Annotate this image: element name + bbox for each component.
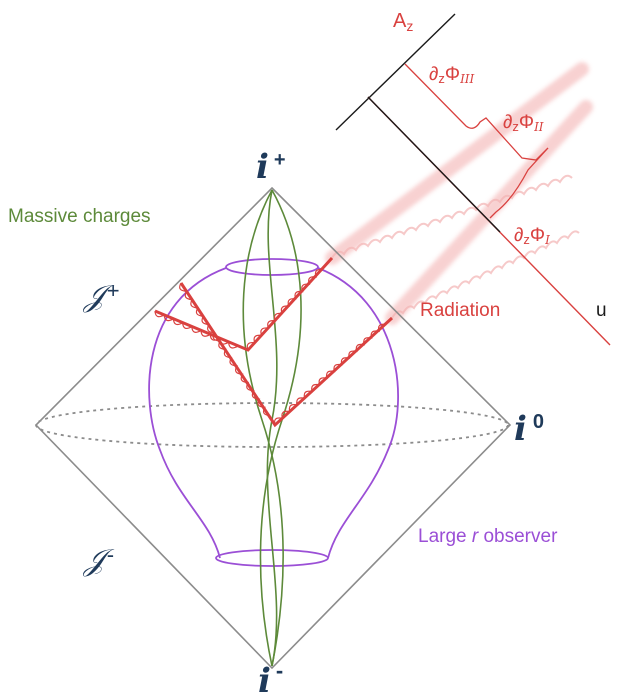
dphi-1-z: z (523, 232, 530, 247)
i-minus-sup: - (276, 658, 283, 683)
radiation-glow-upper (325, 62, 589, 265)
dphi-2-phi: Φ (519, 112, 534, 133)
az-step-profile (404, 63, 549, 219)
i-zero-base: i (514, 409, 527, 449)
az-u-plot (335, 13, 611, 346)
dphi-1-index: I (544, 233, 550, 247)
penrose-diamond (34, 186, 512, 670)
dphi-2-index: II (533, 120, 544, 134)
scri-minus-sup: - (107, 542, 114, 567)
i-plus-base: i (256, 147, 269, 187)
dphi-2-label: ∂zΦII (503, 112, 544, 134)
dphi-2-z: z (512, 119, 519, 134)
large-r-observer-r: r (472, 526, 479, 547)
radiation-glow-lower (385, 100, 593, 325)
a-z-base: A (393, 10, 407, 32)
radiation-ripple-lower (391, 230, 580, 319)
dphi-2-prefix: ∂ (503, 112, 512, 133)
equator-dashed-ellipse (35, 402, 509, 448)
i-minus-label: i- (258, 658, 283, 693)
u-axis-dark-segment (367, 96, 501, 233)
tube-left-boundary (148, 267, 227, 559)
dphi-3-prefix: ∂ (429, 64, 438, 85)
large-r-observer-label: Large r observer (418, 526, 558, 547)
ray-upper-wiggle-left (154, 310, 239, 349)
large-r-observer-post: observer (478, 526, 558, 547)
worldline-b (259, 189, 302, 667)
radiation-glow-ripples (331, 174, 580, 319)
worldline-c (266, 189, 278, 667)
ray-lower-wiggle-left (179, 282, 271, 417)
dphi-1-phi: Φ (530, 225, 545, 246)
radiation-ripple-upper (331, 174, 573, 259)
diamond-outline (34, 186, 512, 670)
dphi-3-index: III (459, 72, 474, 86)
dphi-3-label: ∂zΦIII (429, 64, 475, 86)
i-zero-sup: 0 (533, 411, 544, 433)
radiation-label: Radiation (420, 300, 500, 321)
a-z-label: Az (393, 10, 413, 34)
dphi-1-prefix: ∂ (514, 225, 523, 246)
scri-plus-sup: + (107, 278, 120, 303)
massive-charges-label: Massive charges (8, 206, 151, 227)
radiation-glow-bands (325, 62, 593, 325)
worldline-a (242, 189, 284, 667)
a-z-sub: z (406, 18, 413, 34)
dphi-1-label: ∂zΦI (514, 225, 550, 247)
tube-top-cap (225, 258, 319, 276)
dphi-3-phi: Φ (445, 64, 460, 85)
ray-upper-wiggle-right (246, 268, 324, 351)
dphi-3-z: z (438, 71, 445, 86)
large-r-observer-pre: Large (418, 526, 472, 547)
i-plus-label: i+ (256, 147, 286, 187)
ray-lower-wiggle-right (273, 323, 387, 426)
scri-minus-label: 𝒥- (82, 542, 115, 578)
radiation-rays (154, 256, 394, 428)
az-axis-line (335, 13, 456, 131)
scri-plus-label: 𝒥+ (82, 278, 120, 314)
i-minus-base: i (258, 661, 271, 693)
tube-right-boundary (317, 267, 399, 559)
i-plus-sup: + (274, 149, 286, 171)
massive-charge-worldlines (242, 189, 302, 667)
u-axis-label: u (596, 300, 607, 321)
